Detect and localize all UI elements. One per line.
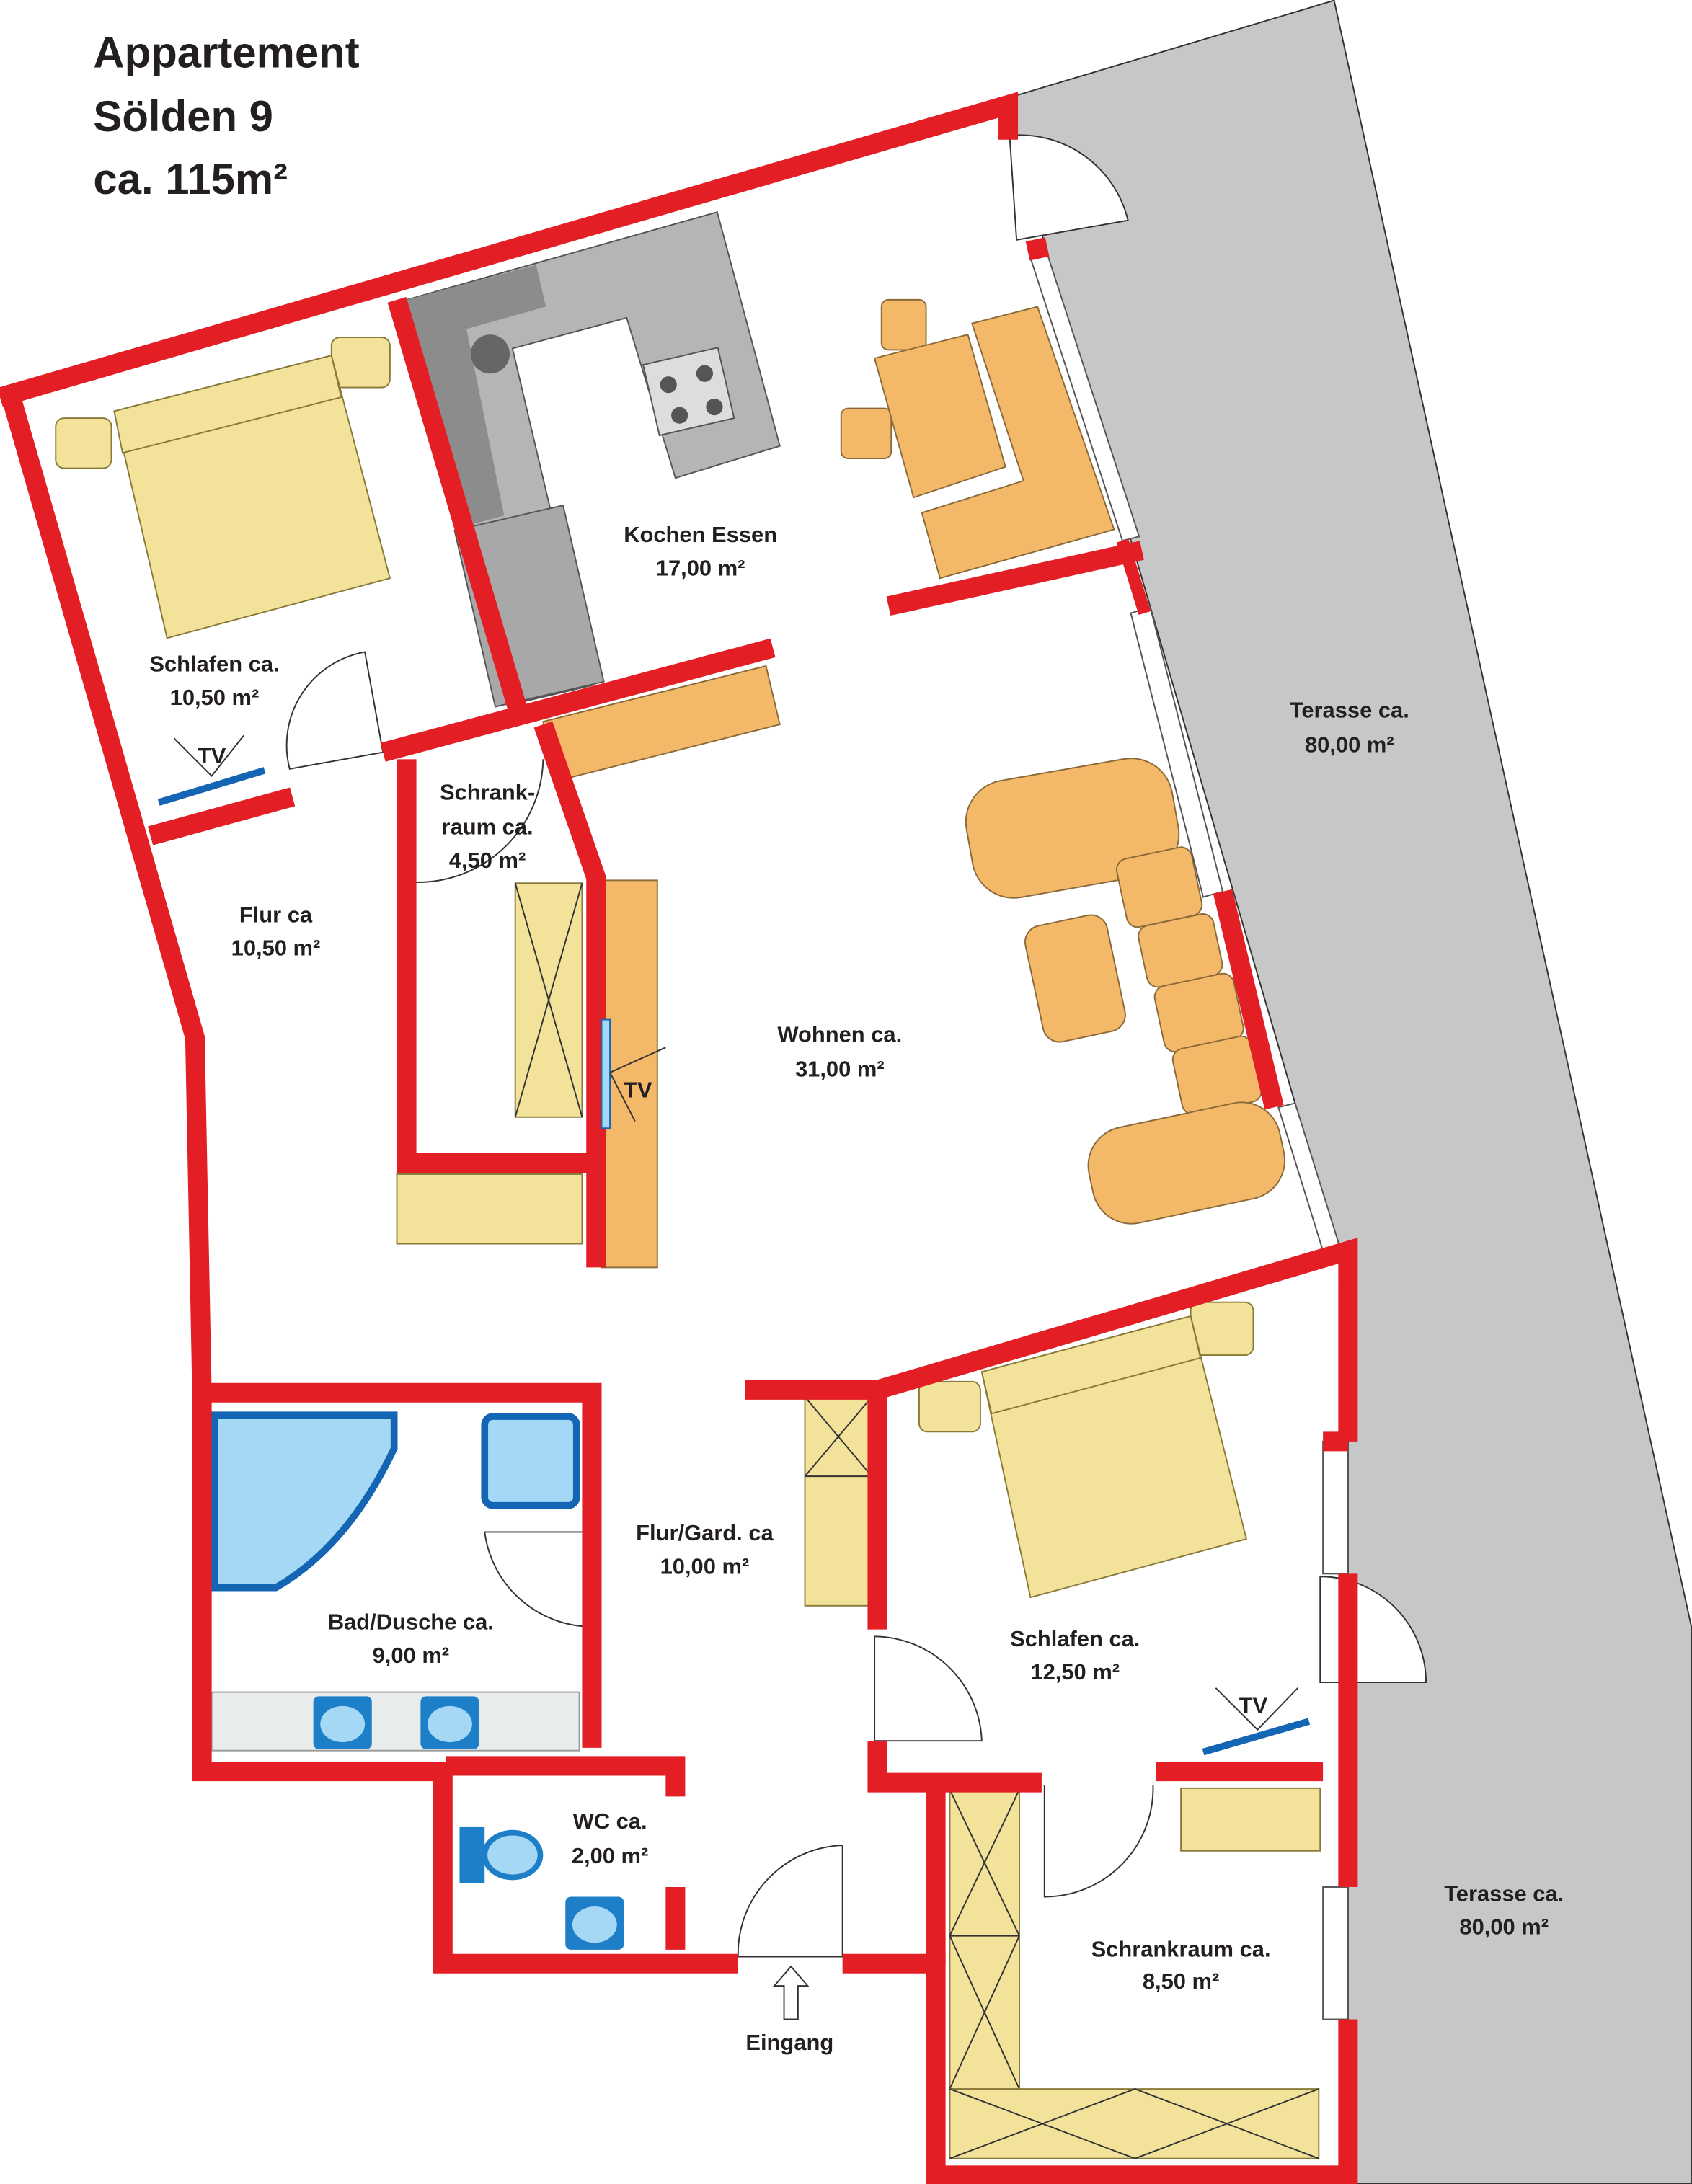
room-label-schlafen-1: Schlafen ca. 10,50 m² xyxy=(149,652,279,710)
svg-text:10,50 m²: 10,50 m² xyxy=(231,936,321,961)
svg-text:raum ca.: raum ca. xyxy=(442,814,533,840)
bed-schlafen-1 xyxy=(55,337,391,639)
svg-text:Terasse ca.: Terasse ca. xyxy=(1290,697,1409,722)
room-label-wc: WC ca. 2,00 m² xyxy=(572,1808,648,1868)
title-line-3: ca. 115m² xyxy=(93,155,288,203)
title-line-1: Appartement xyxy=(93,28,359,76)
svg-text:4,50 m²: 4,50 m² xyxy=(449,848,526,873)
svg-text:Schrank-: Schrank- xyxy=(440,779,535,804)
room-label-flur-gard: Flur/Gard. ca 10,00 m² xyxy=(636,1520,774,1579)
room-label-terrasse-1: Terasse ca. 80,00 m² xyxy=(1290,697,1409,757)
svg-text:80,00 m²: 80,00 m² xyxy=(1305,732,1394,758)
svg-text:12,50 m²: 12,50 m² xyxy=(1030,1659,1120,1684)
svg-text:TV: TV xyxy=(624,1078,652,1103)
kitchen-counter xyxy=(405,210,781,708)
svg-text:WC ca.: WC ca. xyxy=(573,1808,647,1834)
tv-icon: TV xyxy=(601,1018,666,1129)
svg-text:31,00 m²: 31,00 m² xyxy=(795,1057,885,1082)
room-label-schrankraum-1: Schrank- raum ca. 4,50 m² xyxy=(440,779,535,873)
room-label-bad: Bad/Dusche ca. 9,00 m² xyxy=(328,1610,494,1668)
svg-text:Flur/Gard. ca: Flur/Gard. ca xyxy=(636,1520,774,1545)
svg-text:8,50 m²: 8,50 m² xyxy=(1143,1968,1219,1994)
svg-text:TV: TV xyxy=(198,743,226,768)
svg-text:TV: TV xyxy=(1239,1693,1268,1718)
svg-text:Wohnen ca.: Wohnen ca. xyxy=(777,1021,902,1047)
room-label-wohnen: Wohnen ca. 31,00 m² xyxy=(777,1021,902,1081)
bathroom-fixtures xyxy=(211,1411,624,1950)
entrance-label: Eingang xyxy=(745,2030,833,2055)
svg-text:Terasse ca.: Terasse ca. xyxy=(1444,1881,1564,1906)
entrance-arrow-icon xyxy=(772,1965,810,2020)
room-label-kochen-essen: Kochen Essen 17,00 m² xyxy=(624,522,777,580)
svg-text:2,00 m²: 2,00 m² xyxy=(572,1843,648,1868)
svg-text:Schlafen ca.: Schlafen ca. xyxy=(149,652,279,677)
bed-schlafen-2 xyxy=(918,1301,1254,1599)
corner-bath-icon xyxy=(211,1411,398,1592)
svg-text:Kochen Essen: Kochen Essen xyxy=(624,522,777,547)
svg-text:17,00 m²: 17,00 m² xyxy=(656,555,745,580)
windows xyxy=(1029,252,1349,2020)
svg-text:Flur ca: Flur ca xyxy=(239,902,313,927)
tv-icon: TV xyxy=(157,734,266,806)
svg-text:10,50 m²: 10,50 m² xyxy=(170,685,260,710)
svg-text:10,00 m²: 10,00 m² xyxy=(660,1553,750,1579)
title-line-2: Sölden 9 xyxy=(93,92,273,141)
room-label-schlafen-2: Schlafen ca. 12,50 m² xyxy=(1010,1626,1140,1684)
svg-text:80,00 m²: 80,00 m² xyxy=(1459,1914,1549,1940)
svg-text:Bad/Dusche ca.: Bad/Dusche ca. xyxy=(328,1610,494,1635)
tv-icon: TV xyxy=(1202,1687,1311,1756)
room-label-terrasse-2: Terasse ca. 80,00 m² xyxy=(1444,1881,1564,1939)
shower-icon xyxy=(481,1413,580,1509)
wardrobes xyxy=(396,882,1321,2159)
svg-text:Schrankraum ca.: Schrankraum ca. xyxy=(1091,1937,1271,1962)
svg-text:Schlafen ca.: Schlafen ca. xyxy=(1010,1626,1140,1651)
dining-set xyxy=(840,298,1115,580)
svg-text:9,00 m²: 9,00 m² xyxy=(373,1643,449,1668)
room-label-flur: Flur ca 10,50 m² xyxy=(231,902,321,960)
room-label-schrankraum-2: Schrankraum ca. 8,50 m² xyxy=(1091,1937,1271,1994)
toilet-icon xyxy=(459,1826,485,1883)
sink-icon xyxy=(470,334,510,374)
living-furniture xyxy=(542,665,1286,1269)
walls xyxy=(0,92,1358,2184)
